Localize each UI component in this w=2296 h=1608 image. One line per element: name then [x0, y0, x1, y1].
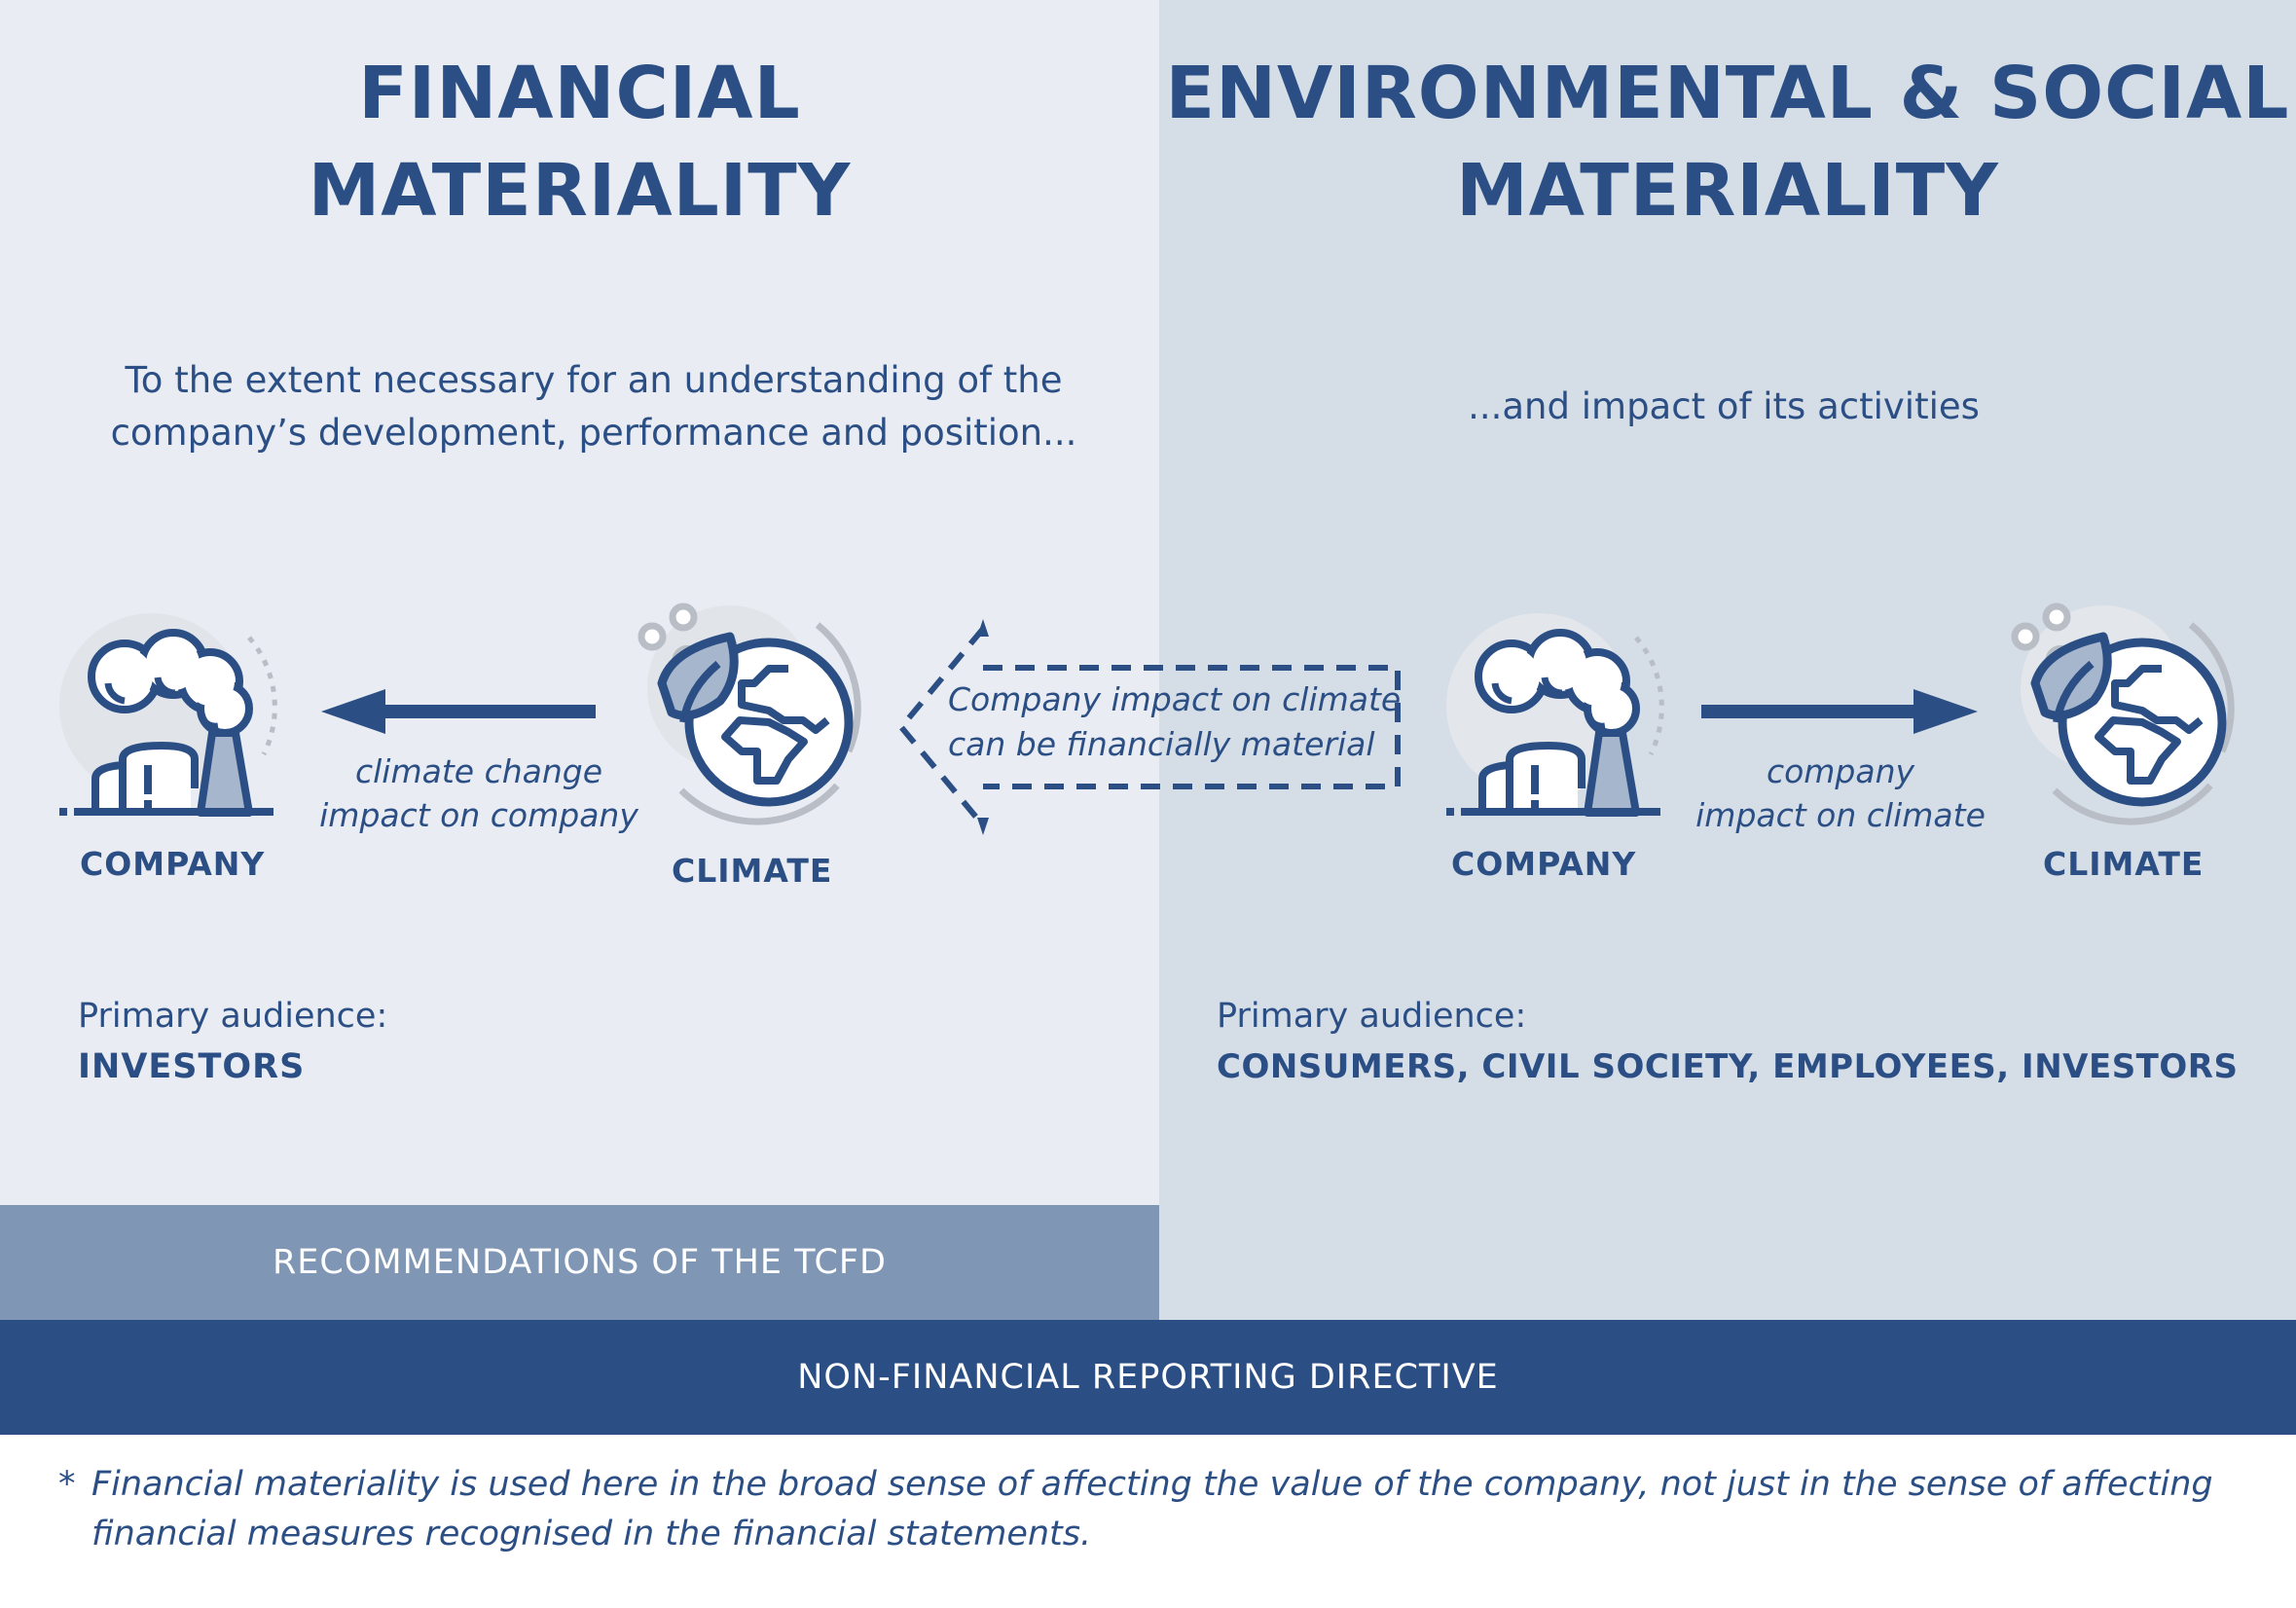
- title-line-2: MATERIALITY: [1456, 149, 1999, 233]
- audience-label: Primary audience:: [78, 997, 388, 1036]
- audience-label: Primary audience:: [1217, 997, 1527, 1036]
- climate-label: CLIMATE: [2043, 845, 2205, 883]
- financial-lead-text: To the extent necessary for an understan…: [0, 354, 1187, 459]
- environmental-lead-text: ...and impact of its activities: [1468, 385, 1980, 427]
- footnote: * Financial materiality is used here in …: [58, 1460, 2219, 1559]
- footnote-text: Financial materiality is used here in th…: [91, 1465, 2213, 1553]
- lead-line-1: To the extent necessary for an understan…: [125, 359, 1063, 401]
- arrow-right-icon: [1701, 689, 1978, 734]
- arrow-left-icon: [321, 689, 596, 734]
- footnote-marker: *: [58, 1465, 76, 1504]
- globe-leaf-icon: [638, 603, 861, 825]
- bridge-line-2: can be financially material: [948, 725, 1375, 763]
- company-to-climate-label: company impact on climate: [1695, 752, 1986, 834]
- company-label: COMPANY: [80, 845, 266, 883]
- audience-value: INVESTORS: [78, 1047, 306, 1086]
- climate-label: CLIMATE: [672, 852, 833, 890]
- financial-materiality-panel: FINANCIAL MATERIALITY To the extent nece…: [0, 0, 1159, 1320]
- title-line-2: MATERIALITY: [308, 149, 852, 233]
- audience-value: CONSUMERS, CIVIL SOCIETY, EMPLOYEES, INV…: [1217, 1047, 2239, 1086]
- environmental-social-materiality-title: ENVIRONMENTAL & SOCIAL MATERIALITY: [1159, 45, 2296, 239]
- tcfd-band-label: RECOMMENDATIONS OF THE TCFD: [272, 1243, 888, 1282]
- globe-leaf-icon: [2011, 603, 2235, 825]
- climate-to-company-label: climate change impact on company: [319, 752, 638, 834]
- company-label: COMPANY: [1451, 845, 1637, 883]
- title-line-1: ENVIRONMENTAL & SOCIAL: [1165, 52, 2290, 135]
- lead-line-2: company’s development, performance and p…: [110, 412, 1077, 454]
- nfrd-band: NON-FINANCIAL REPORTING DIRECTIVE: [0, 1320, 2296, 1435]
- tcfd-band: RECOMMENDATIONS OF THE TCFD: [0, 1205, 1159, 1320]
- factory-icon: [1446, 613, 1664, 817]
- financial-materiality-title: FINANCIAL MATERIALITY: [0, 45, 1159, 239]
- environmental-social-materiality-panel: ENVIRONMENTAL & SOCIAL MATERIALITY ...an…: [1159, 0, 2296, 1320]
- title-line-1: FINANCIAL: [358, 52, 801, 135]
- dashed-arrow-left-icon: [897, 619, 1401, 835]
- bridge-line-1: Company impact on climate: [948, 680, 1402, 718]
- nfrd-band-label: NON-FINANCIAL REPORTING DIRECTIVE: [797, 1358, 1499, 1397]
- factory-icon: [59, 613, 277, 817]
- bridge-arrow-text: Company impact on climate can be financi…: [948, 677, 1401, 767]
